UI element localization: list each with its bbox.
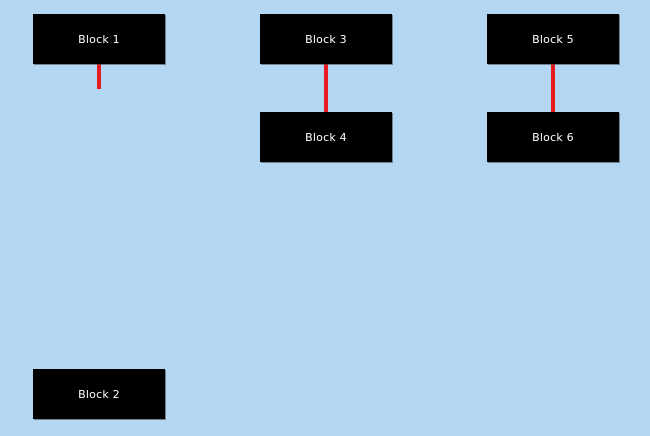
block-1[interactable]: Block 1 [33,14,165,64]
block-3[interactable]: Block 3 [260,14,392,64]
block-4[interactable]: Block 4 [260,112,392,162]
block-3-label: Block 3 [305,32,347,46]
connector-line-block3-block4 [324,64,328,112]
connector-line-block1-stub [97,64,101,89]
block-6-label: Block 6 [532,130,574,144]
block-6[interactable]: Block 6 [487,112,619,162]
connector-line-block5-block6 [551,64,555,112]
block-5-label: Block 5 [532,32,574,46]
block-2-label: Block 2 [78,387,120,401]
block-5[interactable]: Block 5 [487,14,619,64]
block-1-label: Block 1 [78,32,120,46]
block-4-label: Block 4 [305,130,347,144]
block-2[interactable]: Block 2 [33,369,165,419]
